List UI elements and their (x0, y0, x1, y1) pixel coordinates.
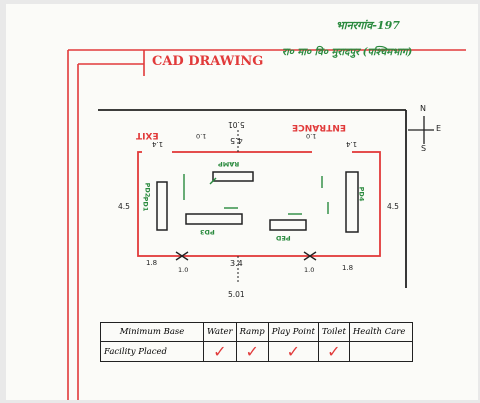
top-dimension: 5.01 (228, 120, 245, 129)
page-title: CAD DRAWING (152, 54, 264, 69)
column-header-play-point: Play Point (267, 322, 319, 342)
door-mark-b: 1.0 (306, 132, 317, 140)
label-pd1: PD1 (141, 196, 150, 212)
left-dimension: 4.5 (118, 202, 130, 211)
label-pd4: PD4 (357, 186, 366, 202)
check-ramp-icon: ✓ (235, 341, 269, 362)
mid-bottom-dimension: 3.4 (230, 259, 243, 268)
school-name: रा० मा० वि० मुरादपुर (पश्चिमभाग) (282, 47, 413, 58)
label-ramp: RAMP (218, 160, 240, 168)
label-ped: PED (276, 234, 291, 242)
corner-top-right: 1.4 (346, 140, 358, 148)
check-water-icon: ✓ (203, 341, 237, 362)
check-toilet-icon: ✓ (317, 341, 350, 362)
compass-north: N (420, 104, 426, 113)
corner-top-left: 1.4 (152, 140, 164, 148)
entrance-label: ENTRANCE (292, 122, 346, 132)
column-header-toilet: Toilet (317, 322, 350, 342)
door-mark-c: 1.0 (178, 266, 189, 274)
label-pd3: PD3 (200, 228, 215, 236)
page-frame-lines (67, 49, 466, 400)
right-dimension: 4.5 (387, 202, 399, 211)
row-label-facility-placed: Facility Placed (100, 341, 204, 362)
check-play-point-icon: ✓ (267, 341, 319, 362)
table-row: Minimum Base Water Ramp Play Point Toile… (100, 322, 413, 342)
village-number: भानरगांव-197 (336, 19, 400, 32)
label-pd2: PD2 (143, 182, 152, 198)
door-mark-d: 1.0 (304, 266, 315, 274)
column-header-ramp: Ramp (235, 322, 269, 342)
column-header-water: Water (203, 322, 237, 342)
facility-table: Minimum Base Water Ramp Play Point Toile… (100, 322, 413, 362)
compass-south: S (421, 144, 427, 153)
exit-label: EXIT (136, 130, 159, 140)
row-label-minimum-base: Minimum Base (100, 322, 204, 342)
mid-top-dimension: 4.5 (230, 136, 243, 145)
table-row: Facility Placed ✓ ✓ ✓ ✓ (100, 341, 413, 362)
paper-sheet: भानरगांव-197 रा० मा० वि० मुरादपुर (पश्चि… (6, 4, 478, 400)
door-mark-a: 1.0 (196, 132, 207, 140)
column-header-health-care: Health Care (348, 322, 413, 342)
cell-health-care (348, 341, 413, 362)
bottom-dimension: 5.01 (228, 290, 245, 299)
corner-bottom-left: 1.8 (146, 259, 158, 267)
corner-bottom-right: 1.8 (342, 264, 354, 272)
compass-east: E (436, 124, 442, 133)
